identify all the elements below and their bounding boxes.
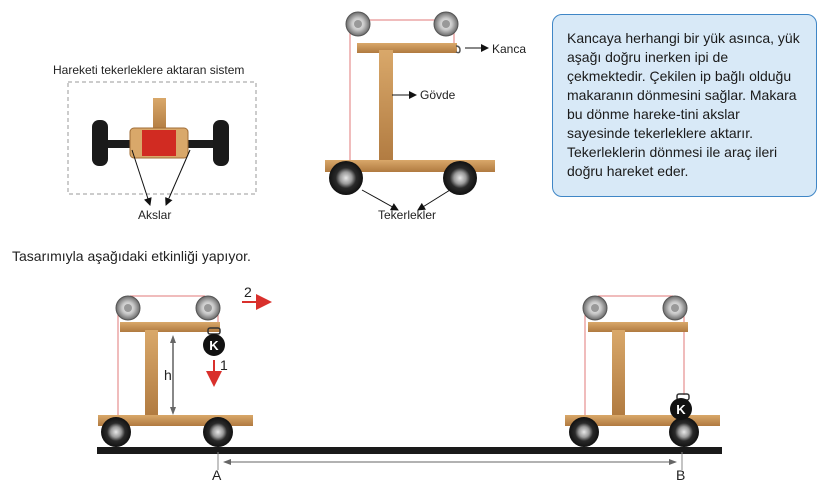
hook-label: Kanca bbox=[492, 42, 527, 56]
body-label: Gövde bbox=[420, 88, 456, 102]
left-cart-pulley-right-hub bbox=[204, 304, 212, 312]
right-cart-figure bbox=[565, 295, 720, 447]
height-h-label: h bbox=[164, 367, 172, 383]
info-box: Kancaya herhangi bir yük asınca, yük aşa… bbox=[552, 14, 817, 197]
left-cart-weight bbox=[203, 334, 225, 356]
axle-system-figure bbox=[67, 81, 257, 206]
left-weight-label: K bbox=[209, 338, 219, 353]
wheels-pointer-right bbox=[417, 189, 451, 211]
arrow-down-1-label: 1 bbox=[220, 357, 228, 373]
right-cart-base bbox=[565, 415, 720, 426]
top-cart-crossbar bbox=[357, 43, 457, 53]
axle-pointer-left bbox=[131, 149, 152, 206]
axle-system-post bbox=[153, 98, 166, 132]
right-cart-body-post bbox=[612, 330, 625, 418]
right-weight-label: K bbox=[676, 402, 686, 417]
activity-sentence: Tasarımıyla aşağıdaki etkinliği yapıyor. bbox=[12, 248, 251, 264]
left-cart-wheel-left bbox=[101, 417, 131, 447]
right-cart-crossbar bbox=[588, 322, 688, 332]
arrow-right-2-label: 2 bbox=[244, 284, 252, 300]
right-cart-pulley-left-hub bbox=[591, 304, 599, 312]
top-cart-wheel-right bbox=[443, 161, 477, 195]
axle-spool-thread bbox=[142, 130, 176, 156]
top-cart-wheel-left bbox=[329, 161, 363, 195]
axle-system-caption: Hareketi tekerleklere aktaran sistem bbox=[53, 63, 245, 77]
left-cart-crossbar bbox=[120, 322, 220, 332]
left-cart-body-post bbox=[145, 330, 158, 418]
wheels-label: Tekerlekler bbox=[378, 208, 437, 222]
wheels-pointer-left bbox=[361, 189, 399, 211]
right-cart-pulley-right-hub bbox=[671, 304, 679, 312]
right-cart-wheel-right bbox=[669, 417, 699, 447]
right-cart-weight bbox=[670, 398, 692, 420]
axle-system-dashed-frame bbox=[67, 81, 257, 195]
right-cart-wheel-left bbox=[569, 417, 599, 447]
top-cart-pulley-right-hub bbox=[442, 20, 450, 28]
axle-pointer-right bbox=[165, 149, 191, 206]
left-cart-wheel-right bbox=[203, 417, 233, 447]
ground-surface bbox=[97, 447, 722, 454]
left-cart-figure bbox=[98, 294, 272, 447]
point-b-label: B bbox=[676, 467, 685, 483]
top-cart-pulley-left-hub bbox=[354, 20, 362, 28]
left-cart-base bbox=[98, 415, 253, 426]
top-cart-figure bbox=[325, 11, 495, 211]
axle-right-wheel bbox=[213, 120, 229, 166]
point-a-label: A bbox=[212, 467, 222, 483]
info-box-text: Kancaya herhangi bir yük asınca, yük aşa… bbox=[567, 30, 800, 179]
axles-label: Akslar bbox=[138, 208, 172, 222]
axle-left-wheel bbox=[92, 120, 108, 166]
top-cart-body-post bbox=[379, 50, 393, 165]
left-cart-pulley-left-hub bbox=[124, 304, 132, 312]
top-cart-hook bbox=[455, 45, 461, 54]
